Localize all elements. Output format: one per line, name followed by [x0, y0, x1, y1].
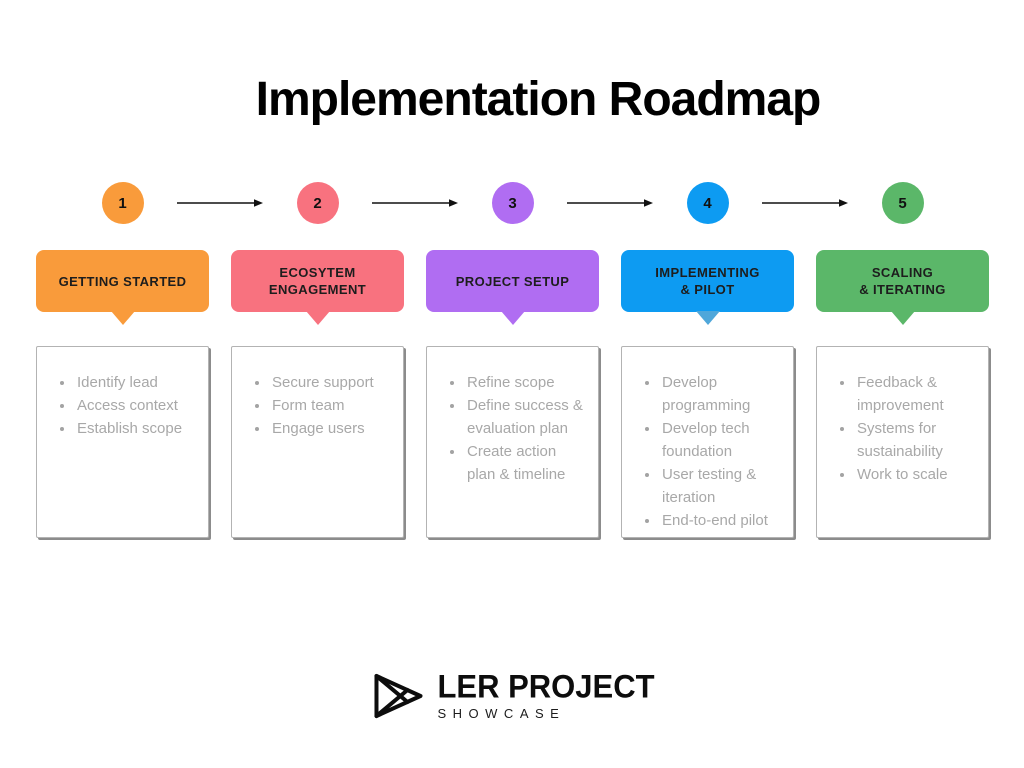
- column-body: Identify lead Access context Establish s…: [36, 346, 209, 538]
- item-list: Develop programming Develop tech foundat…: [642, 371, 781, 532]
- arrow-right-icon: [567, 199, 653, 207]
- list-item: Feedback & improvement: [837, 371, 976, 417]
- column-ecosytem-engagement: ECOSYTEM ENGAGEMENT Secure support Form …: [231, 250, 404, 538]
- pointer-tail: [305, 311, 330, 325]
- pointer-tail: [890, 311, 915, 325]
- step-circle-2: 2: [296, 182, 339, 224]
- column-project-setup: PROJECT SETUP Refine scope Define succes…: [426, 250, 599, 538]
- item-list: Secure support Form team Engage users: [252, 371, 391, 440]
- pointer-tail: [695, 311, 720, 325]
- list-item: End-to-end pilot: [642, 509, 781, 532]
- column-body: Secure support Form team Engage users: [231, 346, 404, 538]
- column-header-label: SCALING & ITERATING: [859, 265, 946, 297]
- list-item: Identify lead: [57, 371, 196, 394]
- column-header: ECOSYTEM ENGAGEMENT: [231, 250, 404, 325]
- item-list: Feedback & improvement Systems for susta…: [837, 371, 976, 486]
- column-body: Refine scope Define success & evaluation…: [426, 346, 599, 538]
- list-item: Form team: [252, 394, 391, 417]
- column-body: Feedback & improvement Systems for susta…: [816, 346, 989, 538]
- column-implementing-pilot: IMPLEMENTING & PILOT Develop programming…: [621, 250, 794, 538]
- step-circle-4: 4: [686, 182, 729, 224]
- column-header-label: PROJECT SETUP: [455, 273, 570, 289]
- logo: LER PROJECT SHOWCASE: [369, 668, 655, 722]
- list-item: Work to scale: [837, 463, 976, 486]
- column-header-label: GETTING STARTED: [58, 273, 187, 289]
- column-header: PROJECT SETUP: [426, 250, 599, 325]
- step-number: 3: [508, 194, 517, 212]
- item-list: Refine scope Define success & evaluation…: [447, 371, 586, 486]
- list-item: User testing & iteration: [642, 463, 781, 509]
- list-item: Establish scope: [57, 417, 196, 440]
- list-item: Create action plan & timeline: [447, 440, 586, 486]
- step-circle-1: 1: [101, 182, 144, 224]
- step-number: 1: [118, 194, 127, 212]
- logo-name: LER PROJECT: [437, 668, 655, 705]
- step-number: 2: [313, 194, 322, 212]
- list-item: Define success & evaluation plan: [447, 394, 586, 440]
- column-header: IMPLEMENTING & PILOT: [621, 250, 794, 325]
- column-header-label: ECOSYTEM ENGAGEMENT: [268, 265, 367, 297]
- pointer-tail: [500, 311, 525, 325]
- list-item: Systems for sustainability: [837, 417, 976, 463]
- column-body: Develop programming Develop tech foundat…: [621, 346, 794, 538]
- step-number: 5: [898, 194, 907, 212]
- step-number: 4: [703, 194, 712, 212]
- roadmap-columns: GETTING STARTED Identify lead Access con…: [36, 250, 989, 538]
- steps-row: 1 2 3 4 5: [36, 182, 989, 224]
- list-item: Develop tech foundation: [642, 417, 781, 463]
- page-title: Implementation Roadmap: [255, 73, 822, 126]
- column-header: GETTING STARTED: [36, 250, 209, 325]
- list-item: Access context: [57, 394, 196, 417]
- pointer-tail: [110, 311, 135, 325]
- item-list: Identify lead Access context Establish s…: [57, 371, 196, 440]
- column-header-label: IMPLEMENTING & PILOT: [655, 265, 760, 297]
- arrow-right-icon: [372, 199, 458, 207]
- arrow-right-icon: [762, 199, 848, 207]
- step-circle-5: 5: [881, 182, 924, 224]
- list-item: Engage users: [252, 417, 391, 440]
- play-triangle-icon: [374, 674, 423, 718]
- logo-text: LER PROJECT SHOWCASE: [437, 668, 655, 721]
- list-item: Develop programming: [642, 371, 781, 417]
- logo-subtitle: SHOWCASE: [437, 706, 566, 721]
- arrow-right-icon: [177, 199, 263, 207]
- list-item: Refine scope: [447, 371, 586, 394]
- list-item: Secure support: [252, 371, 391, 394]
- column-header: SCALING & ITERATING: [816, 250, 989, 325]
- column-getting-started: GETTING STARTED Identify lead Access con…: [36, 250, 209, 538]
- step-circle-3: 3: [491, 182, 534, 224]
- column-scaling-iterating: SCALING & ITERATING Feedback & improveme…: [816, 250, 989, 538]
